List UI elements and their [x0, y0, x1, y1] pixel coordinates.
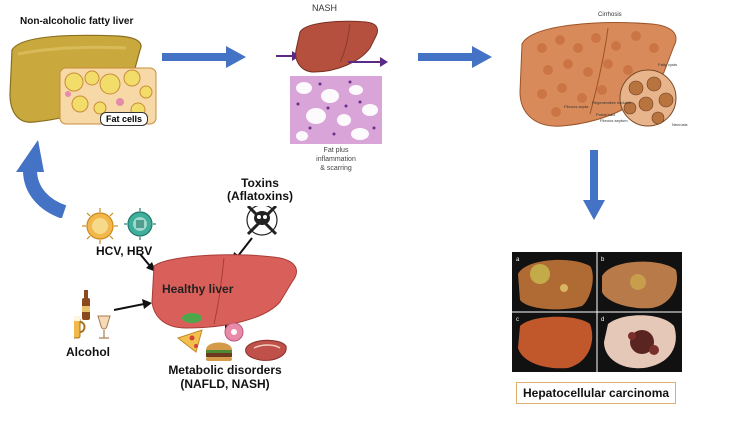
hcc-panel-b	[602, 261, 677, 309]
cirrhosis-magnified-nodules	[619, 69, 677, 127]
hcc-panel-a	[518, 259, 593, 310]
healthy-liver-shape	[151, 254, 297, 329]
progression-arrow-return	[16, 140, 67, 218]
nash-liver-illustration	[276, 20, 388, 73]
metabolic-label-line-1: Metabolic disorders	[168, 363, 282, 377]
hcc-panel-c	[518, 316, 593, 369]
skull-crossbones-icon	[246, 206, 278, 236]
healthy-liver-label: Healthy liver	[162, 282, 234, 296]
nash-caption-line-3: & scarring	[320, 165, 352, 172]
fat-cells-label: Fat cells	[100, 112, 149, 126]
progression-arrow-1	[162, 46, 246, 68]
hcc-title: Hepatocellular carcinoma	[516, 382, 677, 404]
fat-cell-cluster-icon	[59, 67, 157, 125]
nash-caption-line-2: inflammation	[316, 156, 356, 163]
nash-title: NASH	[312, 3, 338, 13]
cirrhosis-label-1: Fatty cysts	[658, 62, 677, 67]
cirrhosis-title: Cirrhosis	[598, 12, 622, 18]
progression-arrow-2	[418, 46, 492, 68]
donut-icon	[224, 322, 244, 342]
toxins-label-line-2: (Aflatoxins)	[227, 189, 293, 203]
hcc-panel-label-d: d	[601, 317, 604, 323]
hcc-panel-d	[604, 315, 676, 369]
beer-bottle-icon	[82, 290, 90, 320]
metabolic-label: Metabolic disorders (NAFLD, NASH)	[150, 363, 300, 391]
cirrhosis-label-3: Regenerative nodules	[592, 100, 631, 105]
cirrhosis-label-2: Fibrous septa	[564, 104, 589, 109]
burger-icon	[206, 342, 232, 361]
wine-glass-icon	[97, 315, 111, 339]
hcc-panel-label-c: c	[516, 317, 519, 323]
hcc-specimen-photos: a b c d	[512, 252, 682, 372]
pizza-icon	[176, 329, 203, 353]
cirrhosis-liver-illustration: Fatty cysts Fibrous septa Regenerative n…	[519, 22, 688, 127]
progression-arrow-3	[583, 150, 605, 220]
hcv-virus-icon	[82, 208, 118, 244]
toxins-label: Toxins (Aflatoxins)	[212, 177, 308, 203]
hbv-virus-icon	[124, 208, 156, 240]
nafld-title: Non-alcoholic fatty liver	[20, 16, 134, 27]
hcc-panel-label-a: a	[516, 257, 520, 263]
metabolic-label-line-2: (NAFLD, NASH)	[180, 377, 270, 391]
nash-caption-line-1: Fat plus	[323, 147, 349, 154]
steak-icon	[245, 339, 287, 361]
cirrhosis-label-5: Fibrous septum	[600, 118, 628, 123]
viruses-label: HCV, HBV	[96, 244, 153, 258]
nash-caption: Fat plus inflammation & scarring	[300, 146, 372, 173]
toxins-label-line-1: Toxins	[241, 176, 279, 190]
cirrhosis-label-6: Necrosis	[672, 122, 688, 127]
cirrhosis-label-4: Portal tract	[596, 112, 616, 117]
beer-mug-icon	[74, 316, 86, 339]
fatty-liver-illustration	[9, 34, 157, 125]
alcohol-label: Alcohol	[66, 345, 110, 359]
causes-diagram	[74, 206, 297, 361]
nash-histology-image	[290, 76, 382, 144]
nash-liver-shape	[295, 20, 379, 73]
hcc-panel-label-b: b	[601, 257, 605, 263]
